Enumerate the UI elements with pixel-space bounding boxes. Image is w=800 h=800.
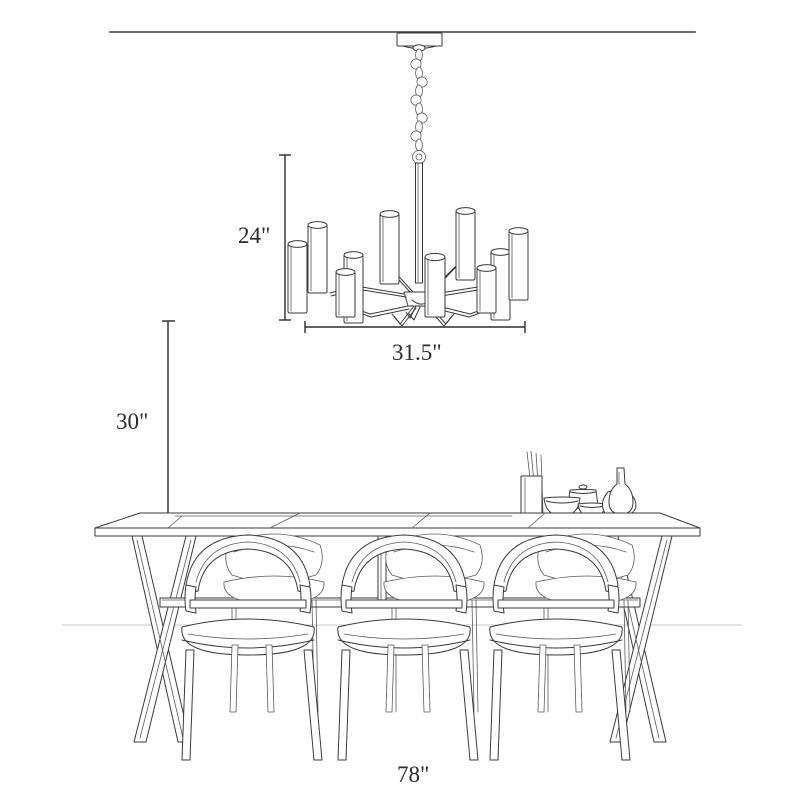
chairs-near-row — [181, 534, 631, 761]
candle-socket — [379, 210, 400, 285]
bottle-carafe — [608, 467, 634, 515]
downrod — [415, 162, 423, 284]
dimension-label-chandelier-width: 31.5" — [392, 340, 442, 365]
suspension-chain — [410, 48, 428, 164]
candle-socket — [455, 207, 476, 281]
tabletop-items — [520, 450, 637, 518]
ceiling-canopy — [396, 32, 443, 52]
candle-socket — [424, 252, 446, 318]
chair — [181, 534, 323, 761]
bowl-large — [543, 496, 581, 517]
dimension-table-height — [162, 320, 175, 529]
chandelier — [287, 207, 529, 327]
dimension-chandelier-height — [279, 154, 291, 321]
candle-socket — [287, 240, 308, 314]
dimension-label-table-height: 30" — [116, 409, 149, 434]
chandelier-arms-front — [347, 305, 493, 327]
candle-socket — [476, 264, 497, 314]
table-leg-left — [131, 535, 197, 743]
chair — [489, 534, 631, 761]
candle-socket — [307, 221, 328, 294]
reed-vase — [520, 450, 544, 516]
tabletop-seams — [167, 512, 546, 529]
dimension-label-chandelier-height: 24" — [238, 223, 271, 248]
dimension-chandelier-width — [304, 321, 526, 333]
tabletop-edge — [94, 527, 701, 537]
dimension-label-table-length: 78" — [397, 762, 430, 787]
tabletop-surface — [94, 512, 701, 529]
chair — [337, 534, 479, 761]
candle-socket — [335, 268, 356, 318]
candle-socket — [508, 227, 529, 301]
